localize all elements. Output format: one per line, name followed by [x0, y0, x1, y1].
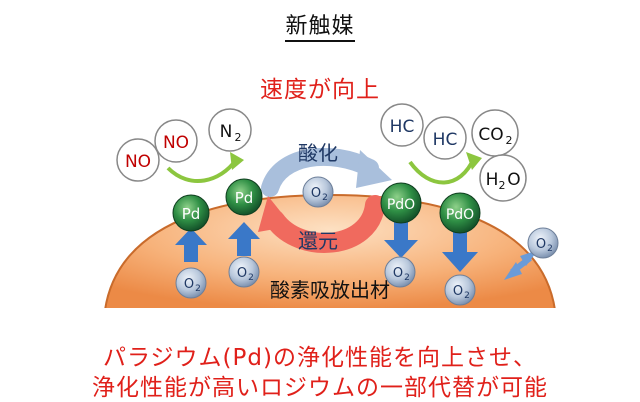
- svg-text:O: O: [311, 186, 321, 201]
- o2-up-arrow-2: [228, 222, 260, 256]
- svg-text:O: O: [536, 237, 546, 252]
- svg-text:HC: HC: [390, 117, 415, 137]
- pd-particle-1: Pd: [172, 194, 210, 232]
- svg-text:O: O: [453, 284, 463, 299]
- o2-bubble-released: O 2: [527, 227, 559, 259]
- svg-text:HC: HC: [433, 130, 458, 150]
- no-to-n2-arrow: [166, 152, 244, 184]
- speed-improved-label: 速度が向上: [260, 77, 380, 103]
- o2-bubble-bottom-3: O 2: [384, 256, 416, 288]
- o2-bubble-center: O 2: [302, 176, 334, 208]
- svg-text:O: O: [507, 170, 520, 190]
- svg-text:N: N: [220, 122, 233, 142]
- co2-molecule: CO 2: [471, 109, 519, 157]
- reduction-arrow: [258, 195, 385, 253]
- reduction-label: 還元: [298, 229, 338, 253]
- svg-text:PdO: PdO: [387, 197, 415, 213]
- o2-down-arrow-2: [442, 232, 478, 272]
- oxygen-storage-material: [0, 193, 640, 338]
- caption-line-2: 浄化性能が高いロジウムの一部代替が可能: [92, 375, 548, 401]
- svg-text:Pd: Pd: [182, 205, 201, 223]
- svg-text:2: 2: [195, 284, 201, 294]
- material-label: 酸素吸放出材: [270, 278, 390, 302]
- svg-text:O: O: [237, 266, 247, 281]
- o2-down-arrow-1: [384, 222, 418, 258]
- svg-text:NO: NO: [163, 133, 189, 153]
- h2o-molecule: H 2 O: [479, 154, 527, 202]
- o2-up-arrow-1: [175, 228, 207, 262]
- svg-text:2: 2: [248, 273, 254, 283]
- hc-to-co2-arrow: [408, 152, 482, 185]
- svg-text:2: 2: [404, 273, 410, 283]
- no-molecule-1: NO: [116, 138, 160, 182]
- svg-text:2: 2: [547, 244, 553, 254]
- diagram-title: 新触媒: [0, 8, 640, 42]
- pdo-particle-2: PdO: [439, 192, 481, 234]
- svg-text:PdO: PdO: [446, 207, 474, 223]
- pdo-particle-1: PdO: [380, 182, 422, 224]
- svg-text:Pd: Pd: [235, 189, 254, 207]
- o2-bubble-bottom-1: O 2: [175, 267, 207, 299]
- svg-text:NO: NO: [125, 152, 151, 172]
- hc-molecule-1: HC: [380, 103, 424, 147]
- svg-text:2: 2: [322, 193, 328, 203]
- svg-text:O: O: [393, 266, 403, 281]
- o2-bubble-bottom-2: O 2: [228, 256, 260, 288]
- svg-text:H: H: [486, 170, 499, 190]
- oxidation-arrow: [261, 147, 392, 197]
- oxidation-label: 酸化: [298, 141, 338, 165]
- pd-particle-2: Pd: [225, 178, 263, 216]
- hc-molecule-2: HC: [423, 116, 467, 160]
- caption-line-1: パラジウム(Pd)の浄化性能を向上させ、: [103, 345, 537, 371]
- svg-text:2: 2: [464, 291, 470, 301]
- svg-text:2: 2: [235, 131, 242, 144]
- svg-text:2: 2: [499, 179, 506, 192]
- n2-molecule: N 2: [208, 108, 252, 152]
- svg-text:CO: CO: [478, 125, 503, 145]
- no-molecule-2: NO: [154, 119, 198, 163]
- o2-bubble-bottom-4: O 2: [444, 274, 476, 306]
- svg-text:O: O: [184, 277, 194, 292]
- svg-text:2: 2: [506, 134, 513, 147]
